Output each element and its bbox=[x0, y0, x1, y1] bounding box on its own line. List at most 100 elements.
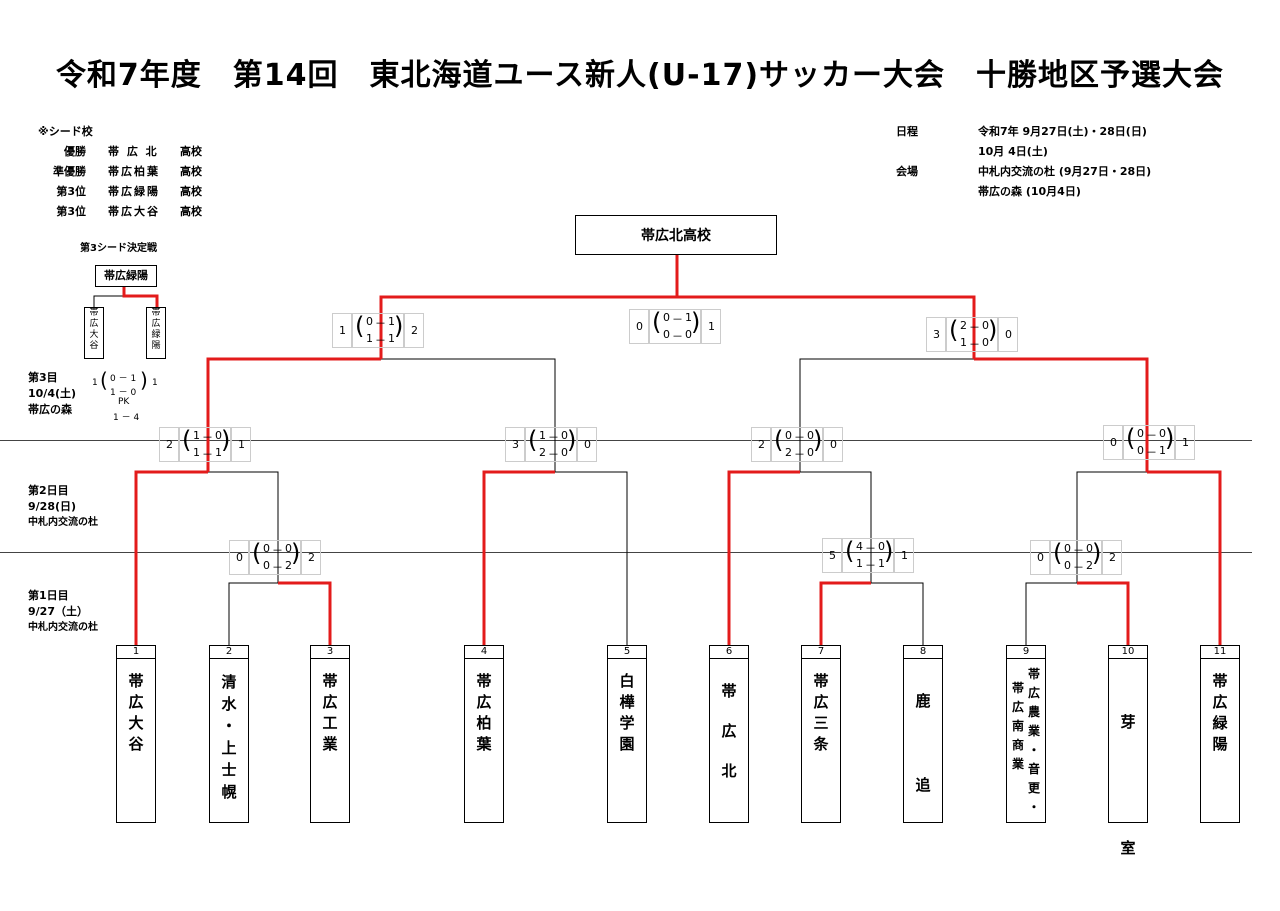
score-cell bbox=[701, 309, 721, 344]
bracket-line bbox=[820, 582, 924, 645]
score-dash: － bbox=[672, 313, 683, 326]
score-h2-right: 1 bbox=[215, 446, 222, 459]
team-number: 3 bbox=[311, 646, 349, 659]
paren-open: ( bbox=[774, 426, 784, 454]
paren-open: ( bbox=[845, 537, 855, 565]
schedule-row: 10月 4日(土) bbox=[896, 142, 1151, 162]
schedule-value: 中札内交流の杜 (9月27日・28日) bbox=[978, 165, 1152, 178]
team-number: 5 bbox=[608, 646, 646, 659]
score-half2: 1 － 0 bbox=[110, 388, 137, 398]
score-h1-left: 0 bbox=[1064, 542, 1071, 555]
score-h1-right: 0 bbox=[982, 319, 989, 332]
score-h1-right: 0 bbox=[807, 429, 814, 442]
score-h2-left: 0 bbox=[663, 328, 670, 341]
paren-open: ( bbox=[355, 312, 365, 340]
seed-suffix: 高校 bbox=[180, 165, 202, 178]
score-h1-left: 1 bbox=[539, 429, 546, 442]
seed-list: ※シード校 優勝帯 広 北高校 準優勝帯広柏葉高校 第3位帯広緑陽高校 第3位帯… bbox=[38, 122, 202, 222]
bracket-line bbox=[799, 358, 1148, 472]
score-h1-left: 2 bbox=[960, 319, 967, 332]
paren-close: ) bbox=[221, 426, 231, 454]
paren-close: ) bbox=[884, 537, 894, 565]
seed-row: 準優勝帯広柏葉高校 bbox=[38, 162, 202, 182]
score-left: 0 bbox=[636, 320, 643, 333]
seed-suffix: 高校 bbox=[180, 145, 202, 158]
winner-path bbox=[819, 581, 871, 645]
paren-close: ) bbox=[1165, 424, 1175, 452]
score-cell bbox=[1103, 425, 1123, 460]
score-h2-left: 2 bbox=[539, 446, 546, 459]
score-cell bbox=[771, 427, 823, 462]
bracket-line bbox=[1025, 582, 1129, 645]
score-left: 5 bbox=[829, 549, 836, 562]
score-dash: － bbox=[548, 431, 559, 444]
score-h2-left: 1 bbox=[856, 557, 863, 570]
score-right: 1 bbox=[708, 320, 715, 333]
team-number: 8 bbox=[904, 646, 942, 659]
seed-place: 第3位 bbox=[56, 205, 86, 218]
schedule-label: 会場 bbox=[896, 165, 918, 178]
score-cell bbox=[842, 538, 894, 573]
score-h1-right: 0 bbox=[1086, 542, 1093, 555]
bracket-line bbox=[483, 471, 628, 645]
score-h2-right: 2 bbox=[285, 559, 292, 572]
winner-path bbox=[134, 470, 208, 645]
team-name: 白 樺 学 園 bbox=[619, 672, 635, 753]
team-number: 11 bbox=[1201, 646, 1239, 659]
score-right: 2 bbox=[1109, 551, 1116, 564]
paren-close: ) bbox=[1092, 539, 1102, 567]
score-right: 1 bbox=[238, 438, 245, 451]
team-number: 7 bbox=[802, 646, 840, 659]
seed-school: 帯 広 北 bbox=[108, 145, 159, 158]
schedule-row: 日程令和7年 9月27日(土)・28日(日) bbox=[896, 122, 1151, 142]
page-title: 令和7年度 第14回 東北海道ユース新人(U-17)サッカー大会 十勝地区予選大… bbox=[55, 58, 1225, 93]
score-h2-right: 0 bbox=[807, 446, 814, 459]
team-number: 9 bbox=[1007, 646, 1045, 659]
score-h2-right: 0 bbox=[561, 446, 568, 459]
seed-suffix: 高校 bbox=[180, 205, 202, 218]
schedule-label: 日程 bbox=[896, 125, 918, 138]
score-h2-right: 2 bbox=[1086, 559, 1093, 572]
team-name: 帯 広 北 bbox=[721, 682, 737, 780]
score-left: 2 bbox=[166, 438, 173, 451]
day-venue: 中札内交流の杜 bbox=[28, 517, 98, 528]
score-dash: － bbox=[1146, 446, 1157, 459]
score-h1-right: 0 bbox=[215, 429, 222, 442]
team-8: 8 鹿 追 bbox=[903, 645, 943, 823]
third-seed-heading: 第3シード決定戦 bbox=[80, 243, 157, 254]
bracket-line bbox=[207, 358, 556, 472]
team-1: 1 帯 広 大 谷 bbox=[116, 645, 156, 823]
bracket-line bbox=[93, 295, 158, 307]
paren-open: ( bbox=[182, 426, 192, 454]
team-name: 帯 広 大 谷 bbox=[128, 672, 144, 753]
paren-open: ( bbox=[652, 308, 662, 336]
score-cell bbox=[926, 317, 946, 352]
score-cell bbox=[229, 540, 249, 575]
score-cell bbox=[249, 540, 301, 575]
score-left: 3 bbox=[933, 328, 940, 341]
team-name: 帯 広 柏 葉 bbox=[476, 672, 492, 753]
winner-path bbox=[122, 287, 159, 307]
schedule-info: 日程令和7年 9月27日(土)・28日(日) 10月 4日(土) 会場 中札内交流… bbox=[896, 122, 1151, 202]
score-right: 0 bbox=[584, 438, 591, 451]
score-h2-left: 0 bbox=[1064, 559, 1071, 572]
score-h1-left: 0 bbox=[785, 429, 792, 442]
score-h1-left: 0 bbox=[1137, 427, 1144, 440]
team-name: 鹿 追 bbox=[915, 692, 931, 794]
score-h1-right: 1 bbox=[388, 315, 395, 328]
score-right: 0 bbox=[1005, 328, 1012, 341]
seed-school: 帯広大谷 bbox=[108, 205, 160, 218]
score-cell bbox=[577, 427, 597, 462]
score-cell bbox=[1030, 540, 1050, 575]
team-number: 1 bbox=[117, 646, 155, 659]
score-cell bbox=[894, 538, 914, 573]
score-dash: － bbox=[794, 431, 805, 444]
score-cell bbox=[823, 427, 843, 462]
paren-close: ) bbox=[394, 312, 404, 340]
